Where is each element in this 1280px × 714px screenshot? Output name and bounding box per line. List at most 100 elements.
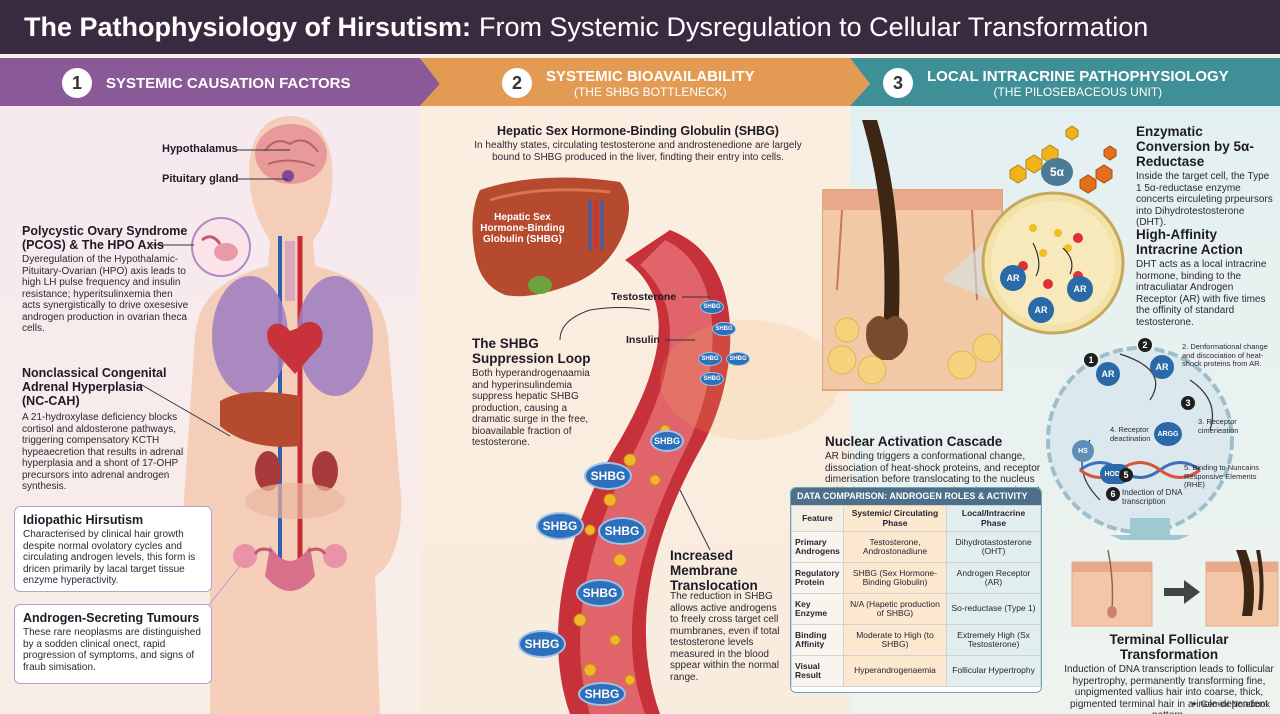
step-number-3: 3: [1181, 396, 1195, 410]
table-cell: Dihydrotastosterone (OHT): [946, 531, 1041, 563]
section-header-bands: [0, 58, 1280, 106]
table-cell: Visual Result: [791, 655, 844, 687]
shbg-molecule: SHBG: [650, 430, 684, 452]
table-header-cell: Feature: [791, 505, 844, 532]
idiopathic-body: Characterised by clinical hair growth de…: [23, 529, 196, 586]
hepatic-heading: Hepatic Sex Hormone-Binding Globulin (SH…: [497, 124, 779, 138]
step-4-text: 4. Receptor deactination: [1110, 425, 1151, 443]
tumours-box: Androgen-Secreting Tumours These rare ne…: [14, 604, 212, 684]
section-title-2: SYSTEMIC BIOAVAILABILITY: [546, 67, 755, 85]
shbg-molecule: SHBG: [578, 682, 626, 706]
shbg-molecule: SHBG: [698, 352, 722, 366]
terminal-heading: Terminal Follicular Transformation: [1109, 632, 1229, 662]
pcos-block: Polycystic Ovary Syndrome (PCOS) & The H…: [22, 224, 200, 252]
table-cell: Moderate to High (to SHBG): [842, 624, 948, 656]
ncah-body: A 21-hydroxylase deficiency blocks corti…: [22, 412, 184, 492]
table-title: DATA COMPARISON: ANDROGEN ROLES & ACTIVI…: [791, 488, 1041, 505]
table-cell: Regulatory Protein: [791, 562, 844, 594]
terminal-block: Terminal Follicular Transformation Induc…: [1062, 632, 1276, 714]
table-cell: Key Enzyme: [791, 593, 844, 625]
table-cell: Binding Affinity: [791, 624, 844, 656]
pcos-heading: Polycystic Ovary Syndrome (PCOS) & The H…: [22, 224, 188, 252]
pituitary-label: Pituitary gland: [162, 173, 239, 185]
section-number-3: 3: [883, 68, 913, 98]
table-cell: So-reductase (Type 1): [946, 593, 1041, 625]
table-cell: Testosterone, Androstonadiune: [842, 531, 948, 563]
testosterone-label: Testosterone: [611, 291, 677, 303]
table-row: Primary Androgens Testosterone, Androsto…: [791, 531, 1041, 563]
table-cell: Primary Androgens: [791, 531, 844, 563]
table-row: Visual Result Hyperandrogenaemia Follicu…: [791, 655, 1041, 687]
title-bold: The Pathophysiology of Hirsutism:: [24, 11, 472, 42]
tumours-body: These rare neoplasms are distinguished b…: [23, 627, 201, 673]
androgen-receptor-icon: AR: [1067, 276, 1093, 302]
section-header-1: 1 SYSTEMIC CAUSATION FACTORS: [62, 60, 412, 106]
table-grid: Feature Systemic/ Circulating Phase Loca…: [791, 505, 1041, 687]
step-number-2: 2: [1138, 338, 1152, 352]
idiopathic-heading: Idiopathic Hirsutism: [23, 513, 144, 527]
hypothalamus-label: Hypothalamus: [162, 143, 238, 155]
membrane-heading: Increased Membrane Translocation: [670, 548, 758, 593]
shbg-molecule: SHBG: [712, 322, 736, 336]
step-number-6: 6: [1106, 487, 1120, 501]
loop-body: Both hyperandrogenaamia and hyperinsulin…: [472, 368, 590, 448]
tumours-heading: Androgen-Secreting Tumours: [23, 611, 200, 625]
step-5-text: 5. Binding to Nuncains Responsive Elemen…: [1184, 463, 1260, 489]
section-header-3: 3 LOCAL INTRACRINE PATHOPHYSIOLOGY (THE …: [883, 60, 1275, 106]
table-cell: Extremely High (Sx Testosterone): [946, 624, 1041, 656]
membrane-body: The reduction in SHBG allows active andr…: [670, 591, 780, 683]
membrane-block: Increased Membrane Translocation: [670, 548, 790, 593]
table-row: Key Enzyme N/A (Hapetic production of SH…: [791, 593, 1041, 625]
section-title-1: SYSTEMIC CAUSATION FACTORS: [106, 74, 351, 92]
ovary-inset-icon: [191, 217, 251, 277]
data-comparison-table: DATA COMPARISON: ANDROGEN ROLES & ACTIVI…: [790, 487, 1042, 693]
androgen-receptor-icon: AR: [1028, 297, 1054, 323]
page-title: The Pathophysiology of Hirsutism: From S…: [0, 0, 1280, 54]
section-header-2: 2 SYSTEMIC BIOAVAILABILITY (THE SHBG BOT…: [502, 60, 842, 106]
target-cell-illustration: [981, 191, 1125, 335]
loop-heading: The SHBG Suppression Loop: [472, 336, 591, 366]
enzymatic-heading: Enzymatic Conversion by 5α-Reductase: [1136, 124, 1254, 169]
insulin-label: Insulin: [626, 334, 660, 346]
section-subtitle-3: (THE PILOSEBACEOUS UNIT): [993, 84, 1163, 99]
five-alpha-reductase-icon: 5α: [1041, 158, 1073, 186]
idiopathic-box: Idiopathic Hirsutism Characterised by cl…: [14, 506, 212, 592]
terminal-body: Induction of DNA transcription leads to …: [1064, 664, 1274, 714]
hair-transformation-illustration: [1071, 550, 1279, 627]
shbg-molecule: SHBG: [536, 512, 584, 540]
affinity-body: DHT acts as a local intracrine hormone, …: [1136, 259, 1267, 328]
watermark: ✦ Gemini Notebook: [1190, 699, 1270, 710]
table-row: Binding Affinity Moderate to High (to SH…: [791, 624, 1041, 656]
enzymatic-body: Inside the target cell, the Type 1 5α-re…: [1136, 171, 1273, 228]
shbg-molecule: SHBG: [598, 517, 646, 545]
shbg-molecule: SHBG: [726, 352, 750, 366]
step-2-text: 2. Denformational change and discociatio…: [1182, 342, 1268, 368]
liver-label: Hepatic Sex Hormone-Binding Globulin (SH…: [480, 212, 565, 245]
hepatic-block: Hepatic Sex Hormone-Binding Globulin (SH…: [468, 124, 808, 163]
receptor-step2-icon: AR: [1150, 355, 1174, 379]
enzymatic-block: Enzymatic Conversion by 5α-Reductase Ins…: [1136, 124, 1276, 229]
hepatic-body: In healthy states, circulating testoster…: [474, 140, 802, 163]
loop-block: The SHBG Suppression Loop: [472, 336, 592, 366]
watermark-text: Gemini Notebook: [1200, 699, 1270, 709]
step-6-text: Indection of DNA transcription: [1122, 488, 1183, 506]
section-subtitle-2: (THE SHBG BOTTLENECK): [573, 84, 727, 99]
shbg-molecule: SHBG: [700, 300, 724, 314]
table-cell: N/A (Hapetic production of SHBG): [842, 593, 948, 625]
table-header-row: Feature Systemic/ Circulating Phase Loca…: [791, 505, 1041, 532]
shbg-molecule: SHBG: [518, 630, 566, 658]
affinity-heading: High-Affinity Intracrine Action: [1136, 227, 1243, 257]
table-cell: Follicular Hypertrophy: [946, 655, 1041, 687]
ncah-heading: Nonclassical Congenital Adrenal Hyperpla…: [22, 366, 167, 408]
androgen-receptor-icon: AR: [1000, 265, 1026, 291]
sparkle-icon: ✦: [1190, 699, 1201, 709]
table-header-cell: Local/Intracrine Phase: [946, 505, 1041, 532]
receptor-step1-icon: AR: [1096, 362, 1120, 386]
shbg-molecule: SHBG: [576, 579, 624, 607]
step-3-text: 3. Receptor cimerieation: [1198, 417, 1239, 435]
shbg-molecule: SHBG: [700, 372, 724, 386]
heat-shock-icon: HS: [1072, 440, 1094, 462]
human-anatomy-illustration: [183, 116, 402, 714]
receptor-dimer-icon: ARGG: [1154, 422, 1182, 446]
table-cell: Androgen Receptor (AR): [946, 562, 1041, 594]
